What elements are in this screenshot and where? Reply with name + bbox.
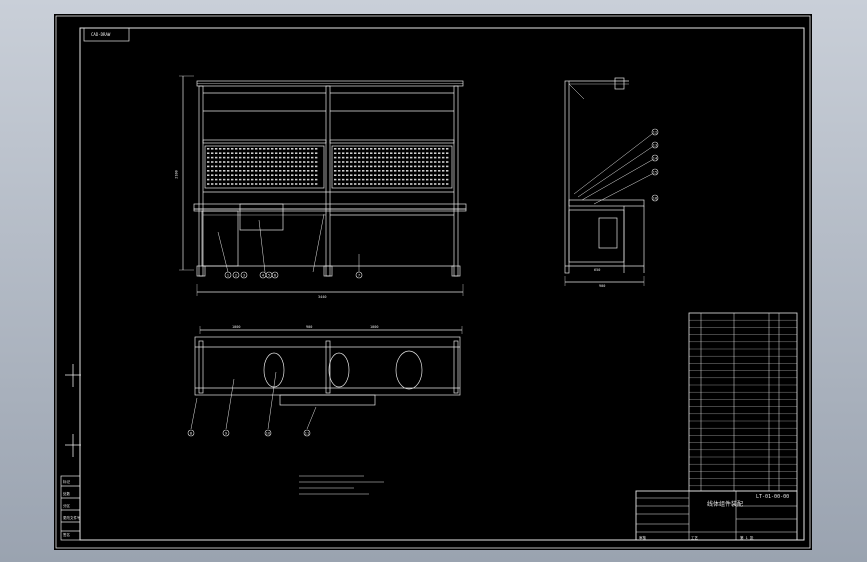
- part-balloon: [651, 194, 659, 202]
- revision-label-5: 签名: [63, 533, 70, 537]
- part-balloon: [651, 141, 659, 149]
- revision-label-1: 标记: [63, 480, 70, 484]
- part-balloon: [232, 271, 240, 279]
- part-balloon: [187, 429, 195, 437]
- title-block: [635, 490, 798, 541]
- part-balloon-number: 10: [266, 431, 270, 435]
- technical-notes: [299, 475, 384, 495]
- part-balloon-number: 14: [653, 156, 658, 160]
- dim-top-a: 1000: [232, 325, 241, 329]
- part-balloon: [651, 128, 659, 136]
- parts-list-table: [688, 312, 798, 492]
- part-balloon-number: 2: [235, 273, 237, 277]
- part-balloon: [271, 271, 279, 279]
- dim-front-width: 3440: [318, 295, 327, 299]
- title-block-code: LT-01-00-00: [756, 494, 790, 500]
- top-label: CAD-DRAW: [91, 32, 111, 37]
- top-view: [190, 326, 463, 430]
- title-block-name: 线体组件装配: [707, 501, 744, 508]
- part-balloon-number: 15: [653, 170, 657, 174]
- front-view: [179, 75, 467, 296]
- part-balloon-number: 12: [653, 130, 657, 134]
- side-view: [564, 77, 653, 286]
- sheet-inner-border: [79, 27, 805, 541]
- dim-side-height: 650: [594, 268, 601, 272]
- part-balloon-number: 6: [274, 273, 276, 277]
- part-balloon-number: 1: [227, 273, 229, 277]
- part-balloon: [651, 168, 659, 176]
- part-balloon-number: 3: [243, 273, 245, 277]
- part-balloon: [303, 429, 311, 437]
- revision-label-3: 分区: [63, 504, 70, 508]
- title-block-bottom-mid: 工艺: [691, 536, 698, 540]
- dim-front-height: 2100: [174, 170, 179, 179]
- left-cross-marks: [65, 364, 81, 457]
- title-block-bottom-right: 第 1 张: [740, 536, 754, 540]
- parts-list-rows: [689, 320, 797, 486]
- part-balloon: [240, 271, 248, 279]
- part-balloon-number: 11: [305, 431, 309, 435]
- top-label-box: [83, 27, 130, 42]
- part-balloon: [264, 429, 272, 437]
- part-balloon-number: 7: [358, 273, 360, 277]
- revision-label-2: 处数: [63, 492, 70, 496]
- part-balloon-number: 9: [225, 431, 227, 435]
- part-balloon: [222, 429, 230, 437]
- part-balloon-number: 13: [653, 143, 657, 147]
- revision-label-4: 更改文件号: [63, 516, 81, 520]
- part-balloon: [355, 271, 363, 279]
- part-balloon: [651, 154, 659, 162]
- dim-side-depth: 900: [599, 284, 606, 288]
- sheet-outer-border: [55, 15, 811, 549]
- part-balloon-number: 5: [268, 273, 270, 277]
- part-balloon-number: 16: [653, 196, 657, 200]
- revision-strip: [60, 475, 81, 541]
- part-balloon-number: 8: [190, 431, 192, 435]
- perforated-board-pattern: [207, 148, 449, 185]
- part-balloon-number: 4: [262, 273, 265, 277]
- dim-top-b: 900: [306, 325, 313, 329]
- title-block-bottom-left: 审核: [639, 536, 646, 540]
- dim-top-c: 1000: [370, 325, 379, 329]
- part-balloon: [224, 271, 232, 279]
